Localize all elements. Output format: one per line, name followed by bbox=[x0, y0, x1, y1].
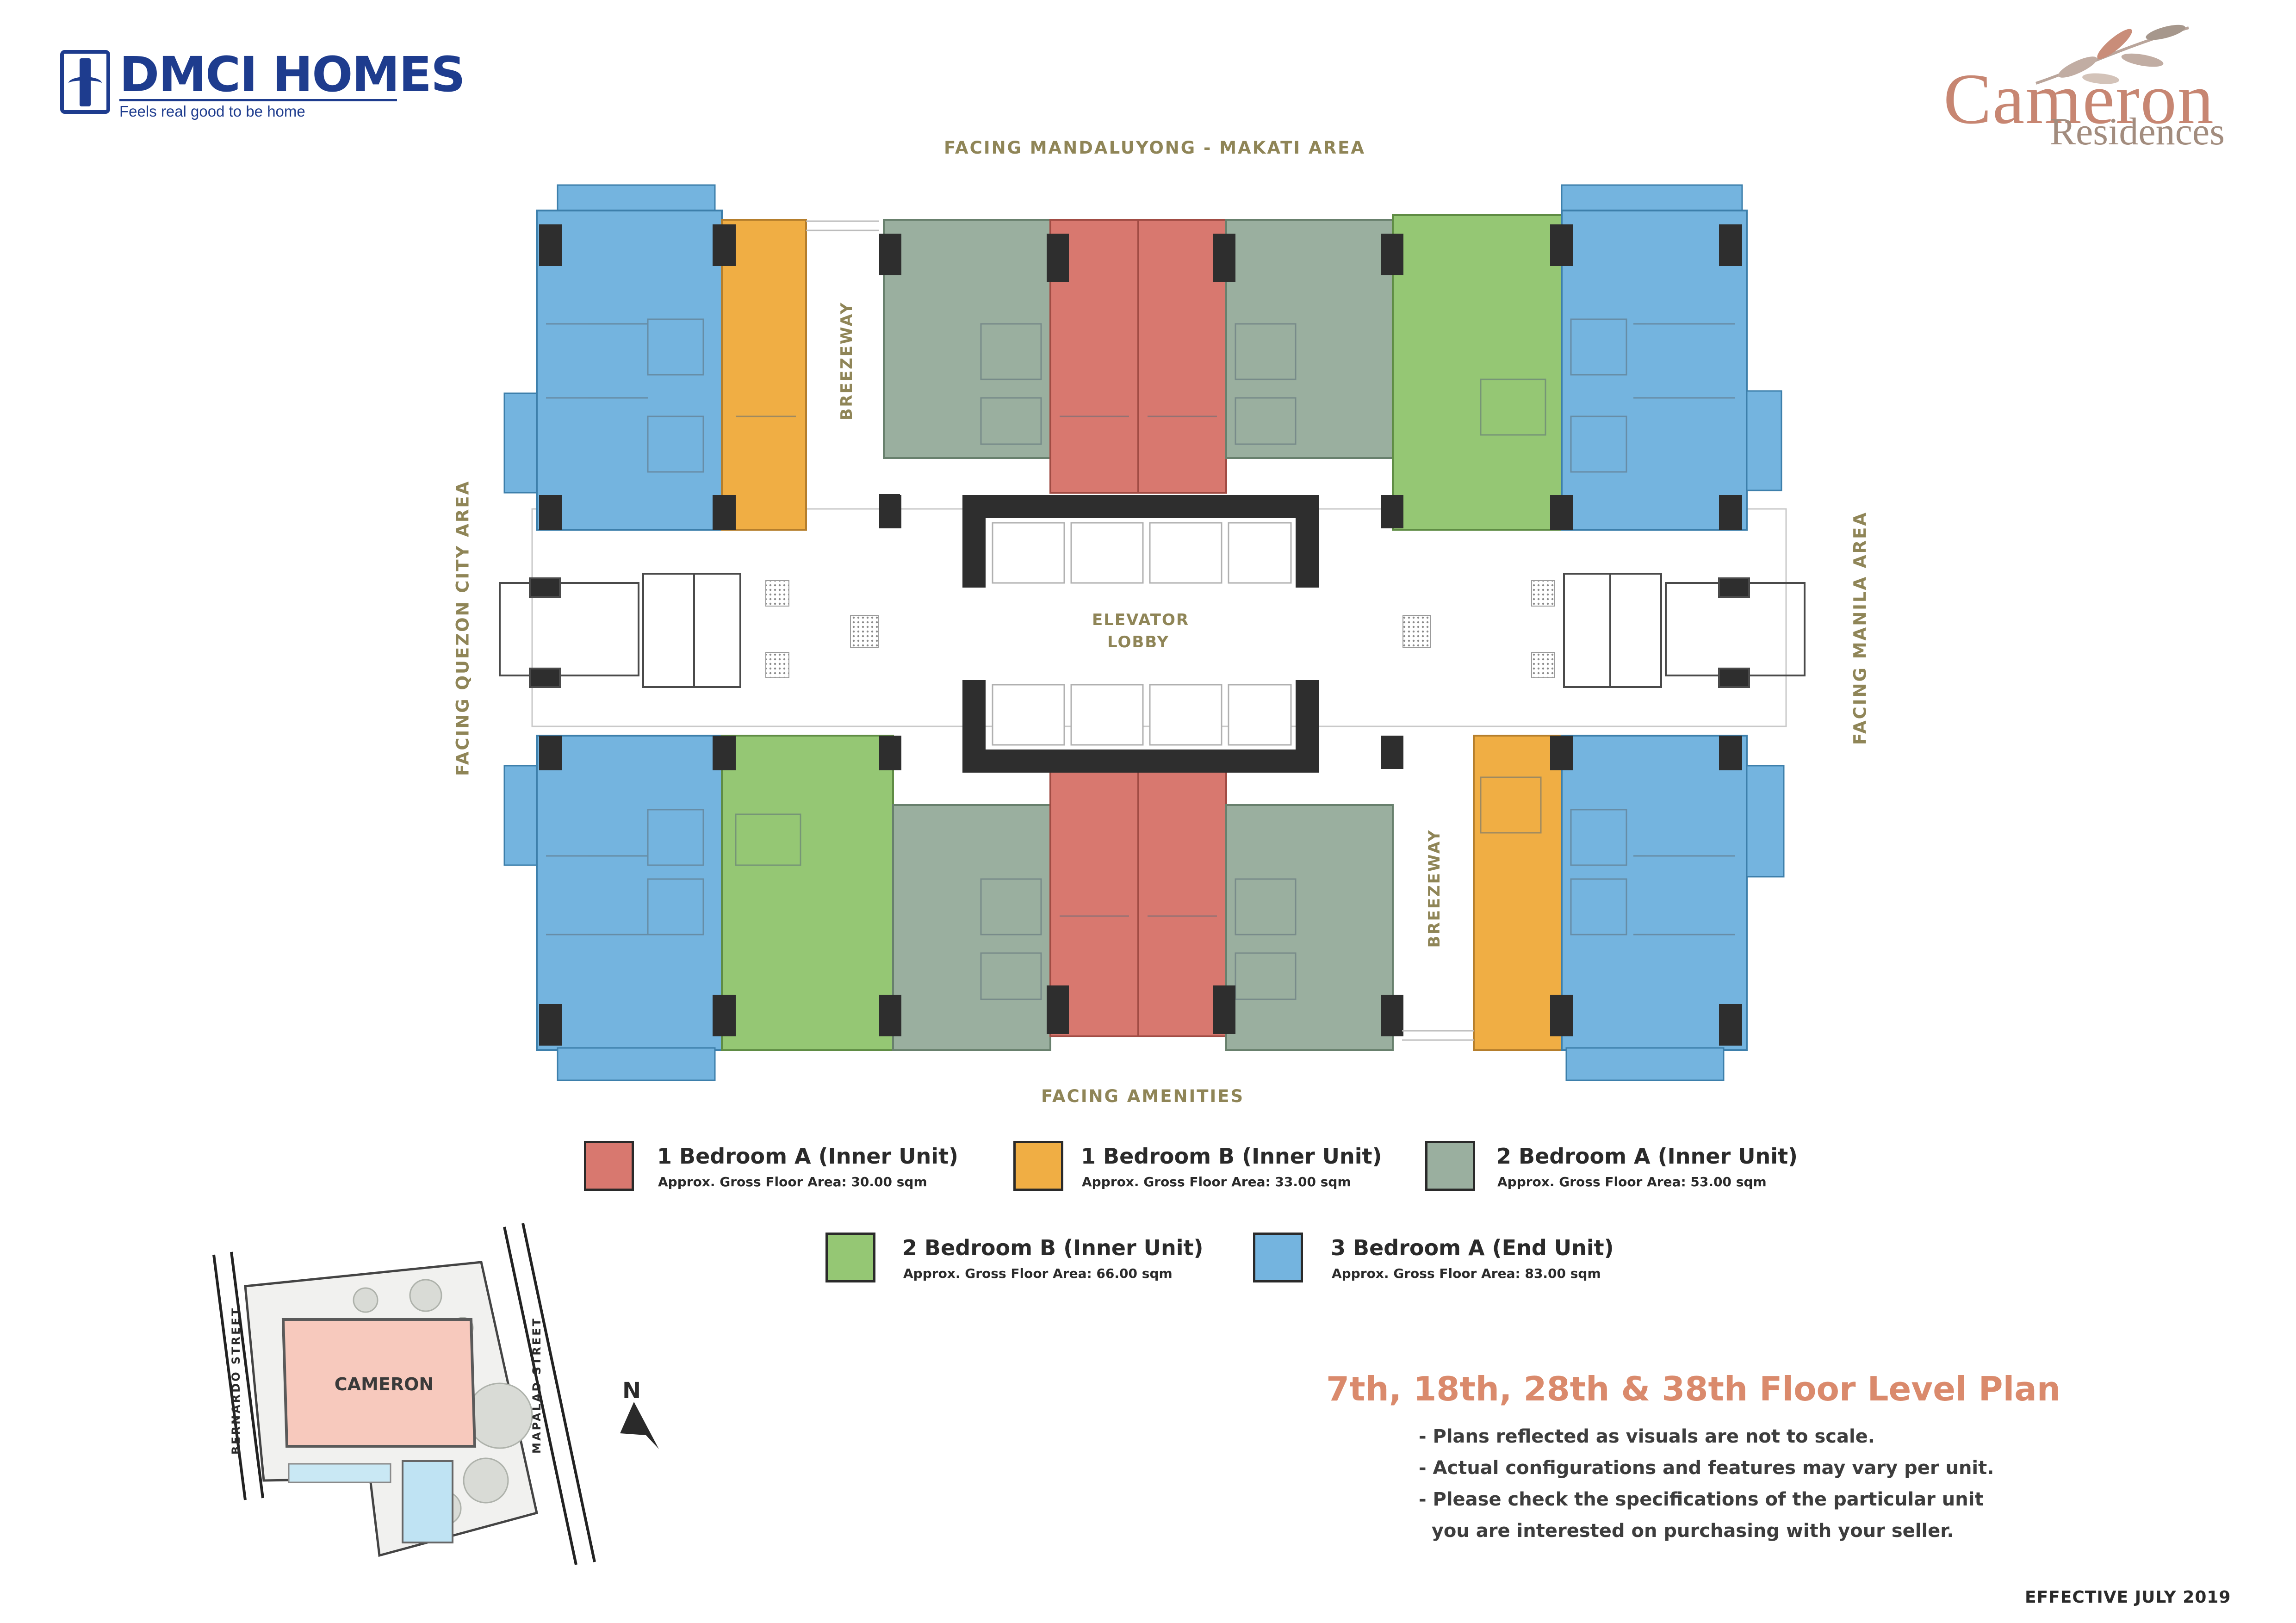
stair-core-right bbox=[1563, 573, 1806, 688]
developer-tagline: Feels real good to be home bbox=[119, 103, 305, 120]
developer-name: DMCI HOMES bbox=[119, 46, 465, 103]
unit-3br-top-right bbox=[1561, 184, 1782, 531]
legend-area-3br-a: Approx. Gross Floor Area: 83.00 sqm bbox=[1332, 1266, 1601, 1281]
elevator-lobby-label-line2: LOBBY bbox=[1107, 633, 1169, 651]
legend-area-2br-a: Approx. Gross Floor Area: 53.00 sqm bbox=[1497, 1174, 1767, 1189]
structural-columns bbox=[539, 224, 1742, 1046]
legend-swatch-1br-a bbox=[584, 1141, 634, 1191]
note-3: - Please check the specifications of the… bbox=[1419, 1489, 1984, 1510]
street-right-label: MAPALAD STREET bbox=[530, 1317, 543, 1454]
elevator-core-upper bbox=[962, 495, 1319, 588]
stair-core-left bbox=[499, 573, 741, 688]
floor-plan-title: 7th, 18th, 28th & 38th Floor Level Plan bbox=[1326, 1369, 2061, 1408]
unit-2br-a-bottom-right bbox=[1225, 804, 1394, 1051]
facing-top-label: FACING MANDALUYONG - MAKATI AREA bbox=[944, 138, 1366, 158]
unit-3br-bottom-right bbox=[1561, 735, 1785, 1081]
legend-swatch-3br-a bbox=[1253, 1233, 1303, 1282]
legend-swatch-2br-b bbox=[825, 1233, 875, 1282]
legend-area-1br-a: Approx. Gross Floor Area: 30.00 sqm bbox=[658, 1174, 927, 1189]
developer-logo-rule bbox=[119, 99, 397, 101]
unit-2br-b-bottom bbox=[721, 735, 894, 1051]
unit-2br-b-top bbox=[1392, 214, 1563, 531]
legend-title-1br-a: 1 Bedroom A (Inner Unit) bbox=[657, 1144, 959, 1169]
unit-2br-a-top-left bbox=[883, 219, 1051, 459]
unit-1br-b-bottom bbox=[1473, 735, 1563, 1051]
note-1: - Plans reflected as visuals are not to … bbox=[1419, 1426, 1875, 1447]
note-4: you are interested on purchasing with yo… bbox=[1419, 1520, 1954, 1542]
unit-3br-top-left bbox=[503, 184, 723, 531]
legend-title-2br-a: 2 Bedroom A (Inner Unit) bbox=[1496, 1144, 1798, 1169]
breezeways bbox=[806, 220, 1474, 1041]
effective-date: EFFECTIVE JULY 2019 bbox=[2025, 1588, 2231, 1607]
site-building-label: CAMERON bbox=[334, 1374, 434, 1394]
elevator-lobby-label-line1: ELEVATOR bbox=[1092, 611, 1190, 629]
interior-walls bbox=[546, 318, 1735, 1000]
unit-2br-a-bottom-left bbox=[892, 804, 1051, 1051]
dmci-logo-icon bbox=[60, 50, 110, 114]
olive-branch-icon bbox=[2035, 25, 2189, 85]
unit-1br-b-top bbox=[721, 219, 807, 531]
breezeway-upper-label: BREEZEWAY bbox=[838, 301, 856, 421]
unit-3br-bottom-left bbox=[503, 735, 723, 1081]
legend-title-1br-b: 1 Bedroom B (Inner Unit) bbox=[1081, 1144, 1382, 1169]
ventilation-shafts bbox=[765, 580, 1555, 678]
unit-2br-a-top-right bbox=[1225, 219, 1394, 459]
project-name: Cameron bbox=[1943, 59, 2215, 139]
legend-swatch-1br-b bbox=[1013, 1141, 1063, 1191]
unit-1br-a-top-right bbox=[1137, 219, 1227, 494]
corridor-columns bbox=[879, 494, 1402, 768]
elevator-core-lower bbox=[962, 680, 1319, 773]
north-arrow-icon: N bbox=[622, 1378, 641, 1404]
legend-area-2br-b: Approx. Gross Floor Area: 66.00 sqm bbox=[903, 1266, 1173, 1281]
legend-title-3br-a: 3 Bedroom A (End Unit) bbox=[1331, 1235, 1614, 1260]
street-left-label: BERNARDO STREET bbox=[230, 1306, 242, 1455]
note-2: - Actual configurations and features may… bbox=[1419, 1457, 1994, 1479]
facing-bottom-label: FACING AMENITIES bbox=[1041, 1086, 1245, 1106]
legend-title-2br-b: 2 Bedroom B (Inner Unit) bbox=[902, 1235, 1204, 1260]
project-name-subtitle: Residences bbox=[2050, 110, 2225, 153]
legend-area-1br-b: Approx. Gross Floor Area: 33.00 sqm bbox=[1082, 1174, 1351, 1189]
breezeway-lower-label: BREEZEWAY bbox=[1425, 829, 1444, 948]
unit-1br-a-bottom-right bbox=[1137, 767, 1227, 1037]
legend-swatch-2br-a bbox=[1425, 1141, 1475, 1191]
